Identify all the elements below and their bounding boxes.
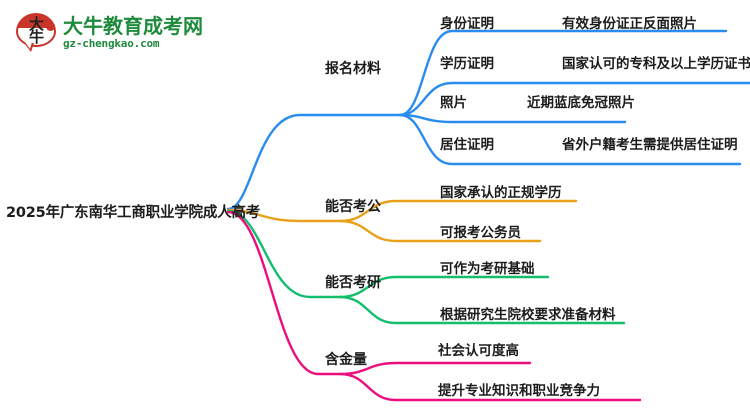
connector-root-branch-3: [226, 210, 342, 376]
connector-branch-0-leaf-1: [398, 81, 750, 117]
connector-branch-0-leaf-3: [398, 113, 742, 166]
connector-root-branch-1: [226, 208, 342, 223]
connector-branch-3-leaf-0: [338, 361, 532, 376]
branch-label-baomingcailiao: 报名材料: [325, 61, 381, 77]
leaf-label-shehuirenkedugao: 社会认可度高: [438, 343, 519, 359]
leaf-label-tishengzhuanye: 提升专业知识和职业竞争力: [438, 383, 600, 399]
connector-root-branch-2: [226, 209, 342, 299]
leaf-desc-juzhuzhengming: 省外户籍考生需提供居住证明: [562, 137, 738, 153]
leaf-label-kebaokaogongwuyuan: 可报考公务员: [440, 225, 521, 241]
leaf-label-yanjiushengyuanxiao: 根据研究生院校要求准备材料: [440, 307, 616, 323]
site-logo: 大 牛 大牛教育成考网 gz-chengkao.com: [14, 8, 204, 56]
connector-branch-2-leaf-1: [338, 295, 626, 325]
leaf-desc-zhaopian: 近期蓝底免冠照片: [527, 95, 635, 111]
connector-branch-2-leaf-0: [338, 275, 550, 299]
leaf-label-shenfenzhengming: 身份证明: [440, 16, 494, 32]
root-node-label: 2025年广东南华工商职业学院成人高考: [6, 205, 261, 221]
logo-name-cn: 大牛教育成考网: [63, 13, 203, 38]
leaf-label-guojiachengren: 国家承认的正规学历: [440, 185, 562, 201]
connector-branch-1-leaf-0: [338, 199, 578, 223]
leaf-label-kaoyanjichu: 可作为考研基础: [440, 261, 535, 277]
connector-branch-3-leaf-1: [338, 372, 642, 402]
branch-label-nengfoukaoyan: 能否考研: [325, 275, 381, 291]
leaf-desc-shenfenzhengming: 有效身份证正反面照片: [562, 16, 697, 32]
connector-root-branch-0: [226, 113, 402, 211]
connector-branch-0-leaf-2: [398, 113, 627, 124]
logo-name-en: gz-chengkao.com: [63, 36, 160, 50]
leaf-desc-xuelizhengming: 国家认可的专科及以上学历证书: [562, 56, 750, 72]
leaf-label-xuelizhengming: 学历证明: [440, 56, 494, 72]
branch-label-hanjinliang: 含金量: [325, 352, 367, 368]
logo-bubble-icon: 大 牛: [14, 11, 58, 53]
leaf-label-zhaopian: 照片: [440, 95, 467, 111]
connector-branch-0-leaf-0: [398, 29, 728, 117]
connector-branch-1-leaf-1: [338, 219, 542, 243]
leaf-label-juzhuzhengming: 居住证明: [440, 137, 494, 153]
logo-mark-line1: 大: [28, 15, 44, 33]
branch-label-nengfoukaogong: 能否考公: [325, 199, 381, 215]
logo-mark-line2: 牛: [28, 28, 44, 46]
